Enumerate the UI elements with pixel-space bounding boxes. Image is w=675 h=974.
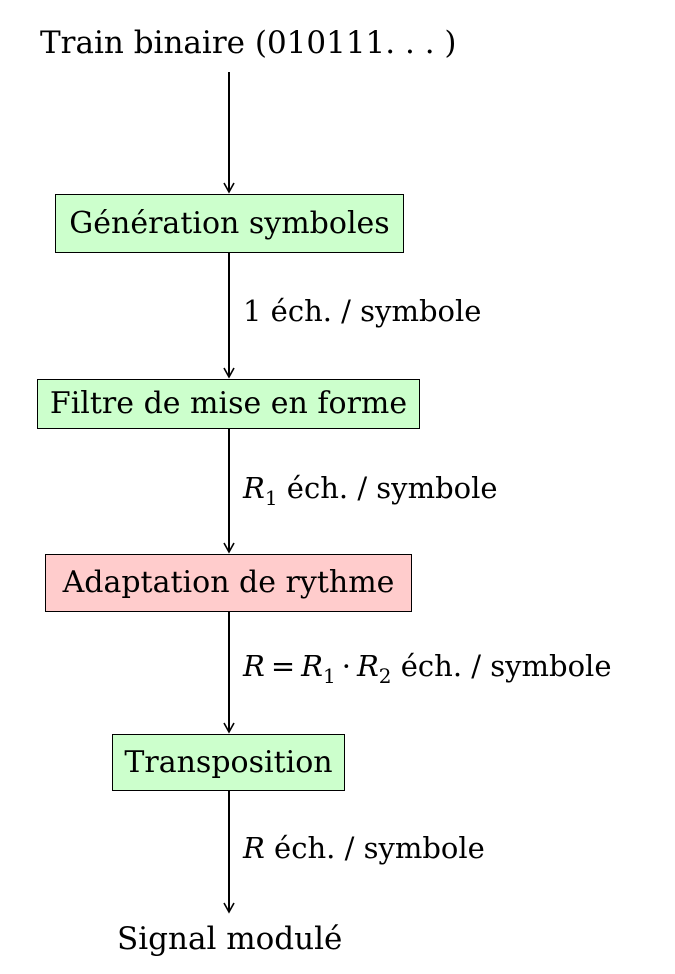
edge-label-r-samples: R éch. / symbole <box>243 834 485 863</box>
edge-label-var: R <box>243 471 265 505</box>
block-label: Transposition <box>124 744 333 780</box>
edge-label-text: éch. / symbole <box>391 649 612 683</box>
block-filtre-mise-en-forme: Filtre de mise en forme <box>37 379 420 429</box>
edge-label-lhs: R <box>243 649 265 683</box>
edge-label-dot: · <box>341 649 351 683</box>
block-label: Adaptation de rythme <box>62 565 395 600</box>
block-label: Filtre de mise en forme <box>49 386 408 421</box>
edge-label-samples-per-symbol: 1 éch. / symbole <box>243 294 482 328</box>
edge-label-eq: = <box>270 649 296 683</box>
edge-label-text: éch. / symbole <box>264 831 485 865</box>
block-adaptation-rythme: Adaptation de rythme <box>45 554 412 612</box>
edge-label-sub: 1 <box>264 486 278 510</box>
output-label: Signal modulé <box>117 921 343 957</box>
block-transposition: Transposition <box>112 734 345 791</box>
edge-label-b: R <box>356 649 379 683</box>
input-label: Train binaire (010111. . . ) <box>40 25 457 61</box>
block-label: Génération symboles <box>69 205 390 241</box>
edge-label-r-product-samples: R=R1·R2 éch. / symbole <box>243 649 612 687</box>
edge-label-a: R <box>301 649 323 683</box>
block-generation-symboles: Génération symboles <box>55 194 404 253</box>
edge-label-a-sub: 1 <box>323 664 336 688</box>
edge-label-text: éch. / symbole <box>277 471 498 505</box>
edge-label-r1-samples: R1 éch. / symbole <box>243 471 498 509</box>
edge-label-b-sub: 2 <box>378 664 392 688</box>
edge-label-var: R <box>243 831 265 865</box>
